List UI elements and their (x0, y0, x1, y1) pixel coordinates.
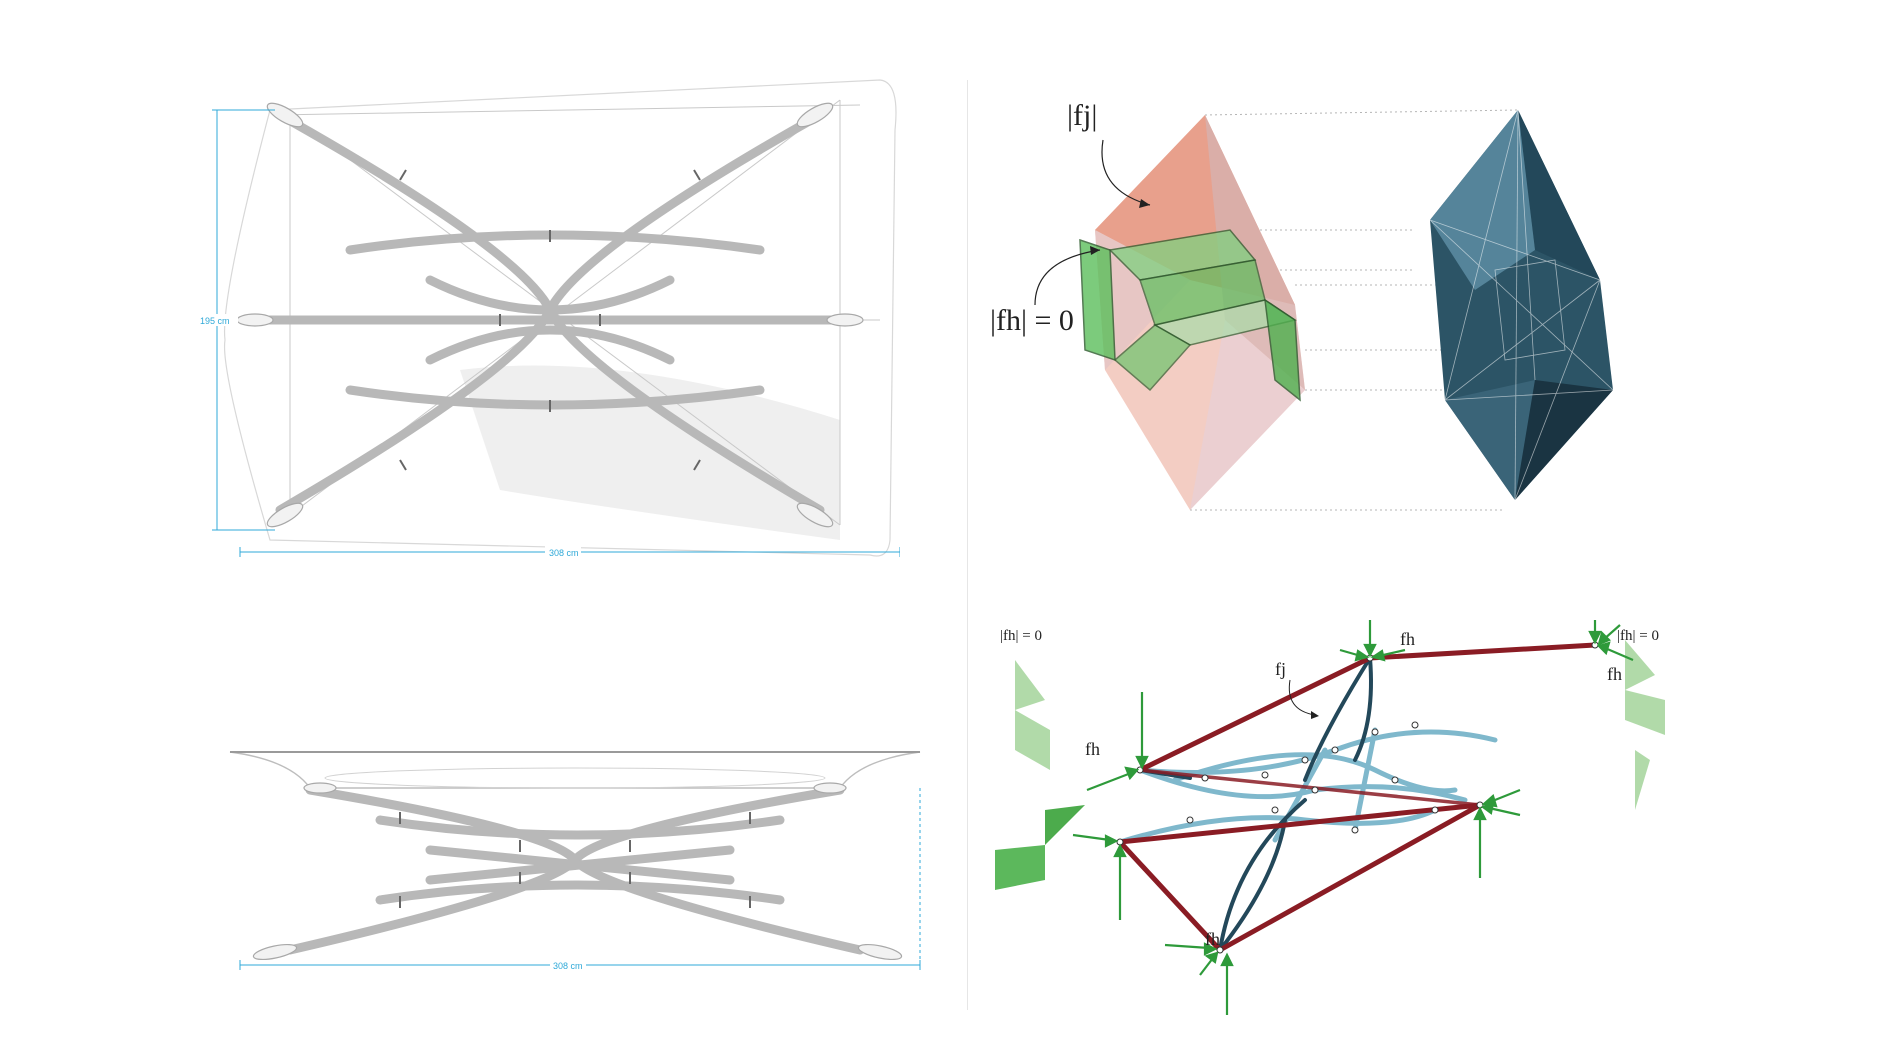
elevation-view-drawing: 308 cm (229, 751, 921, 971)
label-fh-2: fh (1400, 629, 1415, 649)
plan-members (265, 110, 845, 515)
polyhedron-panel: |fj| |fh| = 0 (975, 80, 1635, 520)
green-plane-right (1264, 298, 1301, 402)
label-fh-1: fh (1085, 739, 1100, 759)
fragment-left-1 (1015, 660, 1045, 710)
elevation-top (229, 751, 921, 789)
polyhedron-diagram: |fj| |fh| = 0 (990, 99, 1615, 511)
fj-leader-arrow (1101, 139, 1151, 206)
force-arrows (1072, 620, 1634, 1015)
plan-length-label: 308 cm (549, 548, 579, 558)
compression-members-dark (1138, 656, 1373, 952)
tension-members (1117, 642, 1598, 953)
elevation-joints (399, 812, 751, 908)
panel-divider (967, 80, 968, 1010)
plan-view-panel: 195 cm 308 cm (200, 70, 900, 570)
fragment-left-2 (995, 845, 1045, 890)
fragment-right-2 (1635, 750, 1650, 810)
label-fh-3: fh (1607, 664, 1622, 684)
teal-polyhedron-edges (1429, 109, 1614, 501)
elevation-length-label: 308 cm (553, 961, 583, 971)
label-fj-magnitude: |fj| (1067, 99, 1097, 132)
plan-view-drawing: 195 cm 308 cm (200, 79, 900, 558)
elevation-feet (252, 782, 903, 961)
plan-end-caps (236, 102, 864, 528)
plan-outline (223, 79, 897, 557)
plan-width-label: 195 cm (200, 316, 230, 326)
force-diagram-panel: |fh| = 0 |fh| = 0 fj fh fh fh fh (975, 620, 1695, 1020)
label-fj: fj (1275, 659, 1286, 679)
label-fh-zero-left: |fh| = 0 (1000, 628, 1042, 644)
network-nodes (1116, 641, 1599, 954)
plan-joints (399, 169, 701, 471)
label-fh-zero: |fh| = 0 (990, 304, 1074, 337)
green-plane-left (1079, 238, 1116, 362)
elevation-view-panel: 308 cm (220, 740, 940, 980)
label-fh-4: fh (1205, 929, 1220, 949)
fh-leader-arrow (1034, 249, 1101, 306)
elevation-members (285, 785, 865, 955)
plan-shadow (460, 365, 840, 540)
force-diagram: |fh| = 0 |fh| = 0 fj fh fh fh fh (995, 620, 1665, 1015)
label-fh-zero-right: |fh| = 0 (1617, 628, 1659, 644)
fragment-right-1 (1625, 640, 1655, 690)
